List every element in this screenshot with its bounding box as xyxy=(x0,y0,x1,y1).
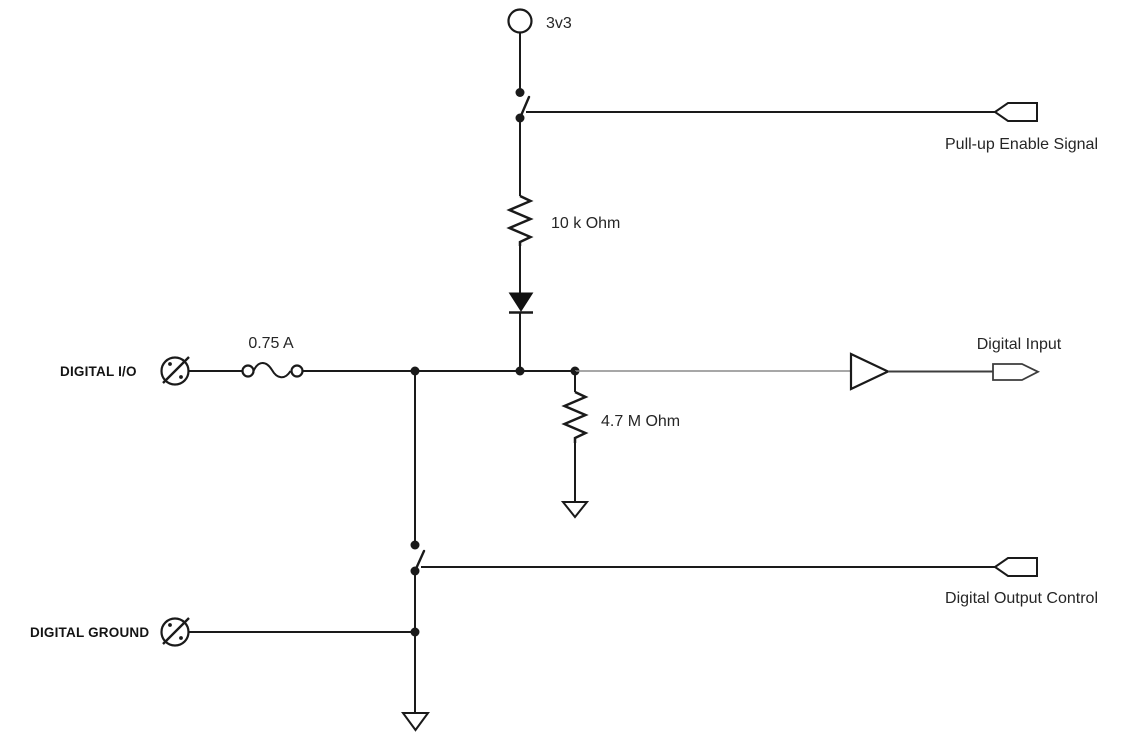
switch-contact-dot xyxy=(410,540,420,550)
pullup-enable-label: Pull-up Enable Signal xyxy=(945,136,1098,153)
pullup-resistor-label: 10 k Ohm xyxy=(551,215,620,232)
output-control-tag: Digital Output Control xyxy=(945,557,1098,607)
junction-dot xyxy=(515,366,525,376)
digital-input-label: Digital Input xyxy=(977,336,1062,353)
switch-contact-dot xyxy=(515,88,525,97)
pullup-switch xyxy=(515,88,531,123)
pulldown-resistor: 4.7 M Ohm xyxy=(560,371,680,519)
power-source-3v3: 3v3 xyxy=(507,8,572,92)
input-buffer xyxy=(849,352,993,391)
power-label: 3v3 xyxy=(546,15,572,32)
terminal-slot xyxy=(162,356,190,384)
resistor-icon xyxy=(506,194,534,246)
pulldown-resistor-label: 4.7 M Ohm xyxy=(601,413,680,430)
fuse: 0.75 A xyxy=(241,335,304,379)
io-terminal-label: DIGITAL I/O xyxy=(60,364,137,379)
diode-icon xyxy=(508,292,534,312)
output-switch xyxy=(410,540,426,576)
signal-tag-icon xyxy=(993,557,1038,577)
fuse-wave-icon xyxy=(252,362,292,379)
fuse-rating-label: 0.75 A xyxy=(248,335,294,352)
signal-tag-icon xyxy=(993,102,1038,122)
fuse-end-icon xyxy=(290,364,304,378)
pullup-resistor: 10 k Ohm xyxy=(506,118,620,293)
digital-input-tag: Digital Input xyxy=(977,336,1062,381)
terminal-mark xyxy=(168,623,172,627)
digital-output-label: Digital Output Control xyxy=(945,590,1098,607)
power-source-icon xyxy=(507,8,533,34)
resistor-icon xyxy=(561,390,589,443)
ground-terminal-label: DIGITAL GROUND xyxy=(30,625,149,640)
ground-terminal: DIGITAL GROUND xyxy=(30,617,415,647)
ground-icon xyxy=(401,712,430,732)
terminal-slot xyxy=(162,617,190,645)
ground-icon xyxy=(560,501,590,519)
io-terminal: DIGITAL I/O xyxy=(60,356,243,386)
terminal-mark xyxy=(179,375,183,379)
signal-tag-icon xyxy=(992,363,1041,381)
pullup-enable-tag: Pull-up Enable Signal xyxy=(945,102,1098,153)
buffer-icon xyxy=(849,352,891,391)
terminal-mark xyxy=(179,636,183,640)
terminal-mark xyxy=(168,362,172,366)
fuse-end-icon xyxy=(241,364,255,378)
blocking-diode xyxy=(508,292,534,371)
